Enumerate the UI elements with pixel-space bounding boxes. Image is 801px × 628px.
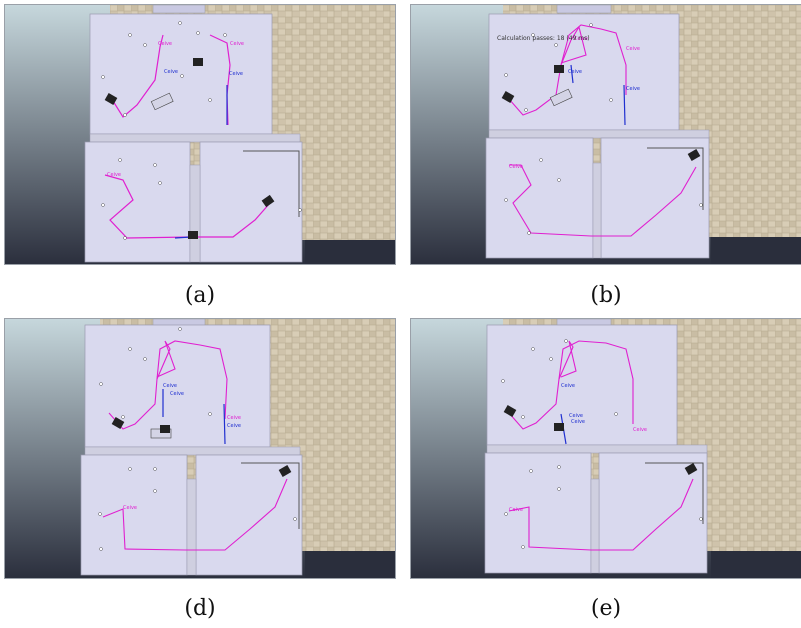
simulation-view-a: Ceive Ceive Ceive Ceive Ceive xyxy=(5,5,395,264)
svg-text:Ceive: Ceive xyxy=(227,415,241,421)
simulation-view-b: Ceive Ceive Ceive Ceive Ceive xyxy=(411,5,801,264)
svg-text:Ceive: Ceive xyxy=(164,69,178,75)
caption-e: (e) xyxy=(590,596,622,621)
svg-text:Ceive: Ceive xyxy=(107,172,121,178)
simulation-view-d: Ceive Ceive Ceive Ceive Ceive xyxy=(5,319,395,578)
svg-text:Ceive: Ceive xyxy=(509,164,523,170)
simulation-view-e: Ceive Ceive Ceive Ceive Ceive xyxy=(411,319,801,578)
robot-icon xyxy=(501,65,701,161)
robot-icon xyxy=(104,58,275,239)
caption-b: (b) xyxy=(590,283,622,308)
svg-text:Ceive: Ceive xyxy=(230,41,244,47)
svg-text:Ceive: Ceive xyxy=(571,419,585,425)
panel-a: Ceive Ceive Ceive Ceive Ceive xyxy=(4,4,396,265)
svg-text:Ceive: Ceive xyxy=(158,41,172,47)
calculation-passes-text: Calculation passes: 18 (49 ms) xyxy=(497,35,590,42)
svg-text:Ceive: Ceive xyxy=(123,505,137,511)
caption-d: (d) xyxy=(184,596,216,621)
panel-d: Ceive Ceive Ceive Ceive Ceive xyxy=(4,318,396,579)
svg-text:Ceive: Ceive xyxy=(626,86,640,92)
svg-text:Ceive: Ceive xyxy=(626,46,640,52)
panel-e: Ceive Ceive Ceive Ceive Ceive xyxy=(410,318,801,579)
panel-b: Ceive Ceive Ceive Ceive Ceive Calculatio… xyxy=(410,4,801,265)
svg-text:Ceive: Ceive xyxy=(561,383,575,389)
svg-text:Ceive: Ceive xyxy=(163,383,177,389)
robot-icon xyxy=(503,405,698,475)
caption-a: (a) xyxy=(184,283,216,308)
robot-icon xyxy=(111,417,292,477)
svg-text:Ceive: Ceive xyxy=(574,36,588,42)
svg-text:Ceive: Ceive xyxy=(568,69,582,75)
svg-text:Ceive: Ceive xyxy=(509,507,523,513)
room-top xyxy=(89,13,273,135)
room-bottom-right xyxy=(199,141,303,263)
svg-text:Ceive: Ceive xyxy=(170,391,184,397)
svg-text:Ceive: Ceive xyxy=(227,423,241,429)
room-bottom-left xyxy=(84,141,191,263)
svg-text:Ceive: Ceive xyxy=(569,413,583,419)
svg-text:Ceive: Ceive xyxy=(633,427,647,433)
svg-text:Ceive: Ceive xyxy=(229,71,243,77)
